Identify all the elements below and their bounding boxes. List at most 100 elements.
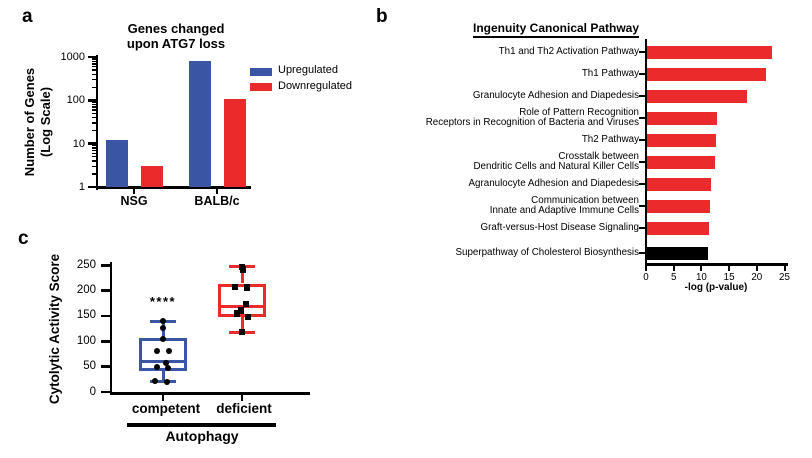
legend-swatch-downregulated: [250, 83, 272, 91]
b-bar: [647, 133, 716, 147]
legend-label-upregulated: Upregulated: [278, 64, 338, 76]
b-x-tick-label: 5: [670, 272, 677, 283]
panel-c-letter: c: [18, 228, 29, 249]
a-bar-downregulated-balb/c: [223, 98, 246, 187]
a-y-minor-tick: [91, 69, 96, 71]
c-median-line: [218, 305, 266, 309]
b-bar: [647, 67, 767, 81]
a-y-tick-label: 10: [72, 137, 85, 150]
c-data-point-square: [237, 307, 245, 314]
a-y-minor-tick: [91, 103, 96, 106]
a-y-tick: [88, 142, 96, 145]
b-bar: [647, 221, 710, 235]
a-y-tick: [88, 185, 96, 189]
a-y-minor-tick: [91, 78, 96, 81]
a-y-minor-tick: [91, 60, 96, 63]
b-cat-label: Granulocyte Adhesion and Diapedesis: [472, 89, 639, 101]
c-y-tick-label: 250: [76, 258, 96, 271]
b-cat-label: Th2 Pathway: [581, 133, 639, 145]
b-cat-tick: [638, 50, 645, 54]
c-data-point-circle: [160, 336, 166, 343]
b-cat-tick: [638, 138, 645, 142]
b-x-tick: [700, 265, 703, 271]
a-y-minor-tick: [91, 86, 96, 89]
b-x-tick-label: 10: [695, 272, 707, 283]
a-bar-upregulated-nsg: [105, 140, 128, 187]
a-y-minor-tick: [91, 152, 96, 155]
c-y-tick: [100, 264, 110, 267]
c-whisker-lower: [161, 370, 165, 382]
b-cat-tick: [638, 160, 645, 164]
a-y-tick-label: 100: [66, 94, 85, 107]
c-data-point-circle: [165, 364, 171, 371]
a-y-minor-tick: [91, 58, 96, 60]
a-y-minor-tick: [91, 147, 96, 149]
b-cat-label: Graft-versus-Host Disease Signaling: [480, 221, 639, 233]
c-x-tick: [240, 394, 244, 401]
panel-c-category-deficient: deficient: [216, 401, 272, 416]
b-x-tick-label: 25: [779, 272, 790, 283]
c-y-tick-label: 0: [89, 385, 96, 398]
a-y-minor-tick: [91, 144, 96, 147]
b-cat-tick: [638, 116, 645, 120]
panel-c-category-competent: competent: [131, 401, 201, 416]
b-cat-label: Crosstalk between Dendritic Cells and Na…: [473, 150, 639, 172]
b-cat-label: Role of Pattern Recognition Receptors in…: [425, 106, 639, 128]
c-data-point-square: [238, 328, 246, 336]
c-data-point-circle: [164, 378, 170, 385]
b-x-tick-label: 0: [643, 272, 649, 283]
a-y-tick-label: 1000: [60, 51, 85, 64]
c-data-point-circle: [152, 378, 158, 385]
panel-a-letter: a: [22, 6, 33, 27]
a-y-minor-tick: [91, 173, 96, 175]
b-x-tick: [645, 265, 647, 271]
a-y-minor-tick: [91, 112, 96, 115]
b-cat-label: Th1 and Th2 Activation Pathway: [498, 45, 639, 57]
c-y-tick: [100, 340, 110, 343]
b-cat-label: Communication between Innate and Adaptiv…: [489, 194, 639, 216]
c-data-point-circle: [154, 347, 160, 354]
c-y-tick: [100, 390, 110, 394]
c-y-tick: [100, 365, 110, 368]
c-y-tick-label: 50: [83, 360, 96, 373]
a-y-minor-tick: [91, 116, 96, 119]
panel-b-xlabel: -log (p-value): [684, 282, 748, 293]
a-x-tick: [215, 188, 219, 194]
c-y-axis: [109, 262, 112, 395]
b-bar: [647, 89, 747, 103]
b-cat-tick: [638, 251, 645, 255]
c-data-point-circle: [163, 360, 169, 367]
a-bar-upregulated-balb/c: [188, 61, 211, 187]
a-y-axis: [95, 55, 98, 190]
b-cat-tick: [638, 182, 645, 186]
a-y-tick-label: 1: [78, 181, 85, 193]
c-data-point-square: [233, 310, 241, 317]
a-x-tick: [132, 188, 136, 194]
b-cat-tick: [638, 226, 645, 230]
b-cat-label: Superpathway of Cholesterol Biosynthesis: [455, 246, 639, 258]
a-y-minor-tick: [91, 129, 96, 132]
c-y-tick-label: 100: [76, 334, 96, 347]
a-y-minor-tick: [91, 155, 96, 158]
b-x-axis: [644, 263, 788, 266]
b-cat-tick: [638, 72, 645, 76]
b-cat-label: Agranulocyte Adhesion and Diapedesis: [468, 177, 639, 189]
c-data-point-circle: [160, 324, 166, 331]
b-x-tick: [672, 265, 675, 271]
c-whisker-lower: [240, 316, 244, 333]
panel-a-ylabel: Number of Genes (Log Scale): [22, 67, 53, 177]
a-bar-downregulated-nsg: [140, 166, 163, 187]
panel-b-letter: b: [376, 6, 388, 27]
c-y-tick: [100, 289, 110, 292]
c-data-point-circle: [160, 318, 166, 325]
c-x-axis: [109, 392, 310, 395]
a-y-minor-tick: [91, 106, 96, 108]
panel-b-title-wrap: Ingenuity Canonical Pathway: [446, 19, 666, 38]
legend-label-downregulated: Downregulated: [278, 79, 352, 92]
c-data-point-circle: [166, 348, 172, 355]
c-data-point-circle: [154, 363, 160, 370]
a-y-minor-tick: [91, 65, 96, 68]
b-x-tick-label: 20: [751, 272, 763, 283]
c-whisker-upper: [240, 266, 244, 284]
